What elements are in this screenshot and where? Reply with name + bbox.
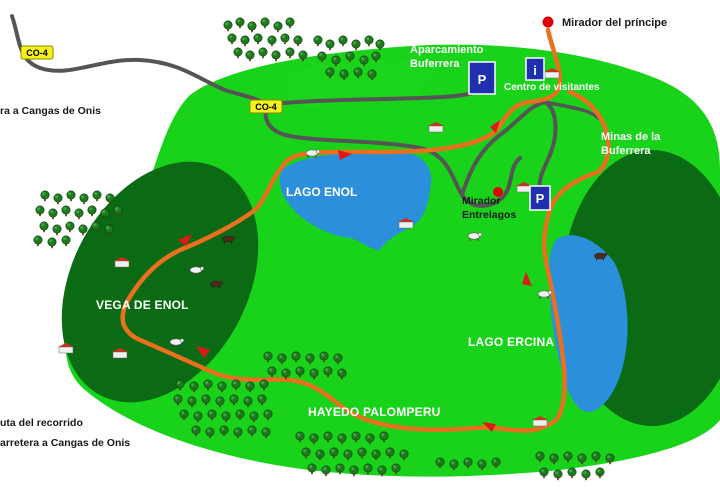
mirador-entrelagos-marker[interactable] <box>493 187 503 197</box>
legend-carretera-bottom: arretera a Cangas de Onis <box>0 437 130 449</box>
legend-carretera-top: ra a Cangas de Onis <box>0 105 101 117</box>
parking-sign-letter: P <box>536 191 545 206</box>
label-mirador-principe: Mirador del príncipe <box>562 17 667 29</box>
walking-route <box>120 27 611 433</box>
label-vega-de-enol: VEGA DE ENOL <box>96 298 189 312</box>
label-minas-1: Minas de la <box>601 131 661 143</box>
road-badge-co4-mid: CO-4 <box>249 99 283 114</box>
label-mirador-entrelagos-2: Entrelagos <box>462 209 516 221</box>
road-visitor-loop <box>543 100 600 120</box>
meadow-northwest <box>285 58 440 110</box>
label-mirador-entrelagos-1: Mirador <box>462 195 501 207</box>
lago-ercina-water <box>548 235 628 412</box>
road-badge-co4-top: CO-4 <box>20 45 54 60</box>
info-sign[interactable]: i <box>525 57 545 81</box>
meadow-area <box>65 44 720 477</box>
label-aparcamiento-1: Aparcamiento <box>410 44 484 56</box>
label-lago-ercina: LAGO ERCINA <box>468 335 554 349</box>
forest-vega <box>61 161 259 403</box>
route-arrows <box>178 120 532 432</box>
mirador-principe-marker[interactable] <box>542 16 554 28</box>
label-centro-visitantes: Centro de visitantes <box>504 82 600 93</box>
label-aparcamiento-2: Buferrera <box>410 58 460 70</box>
road-co4 <box>10 14 522 208</box>
road-buferrera <box>266 88 484 107</box>
parking-sign-letter: P <box>478 72 487 87</box>
parking-sign-entrelagos[interactable]: P <box>529 185 551 211</box>
parking-sign-buferrera[interactable]: P <box>468 61 496 95</box>
label-lago-enol: LAGO ENOL <box>286 185 357 199</box>
info-sign-letter: i <box>533 63 537 78</box>
label-hayedo-palomperu: HAYEDO PALOMPERU <box>308 405 441 419</box>
svg-text:CO-4: CO-4 <box>255 102 277 112</box>
legend-ruta: uta del recorrido <box>0 417 83 429</box>
lago-enol-water <box>279 151 432 250</box>
svg-text:CO-4: CO-4 <box>26 48 48 58</box>
label-minas-2: Buferrera <box>601 145 651 157</box>
